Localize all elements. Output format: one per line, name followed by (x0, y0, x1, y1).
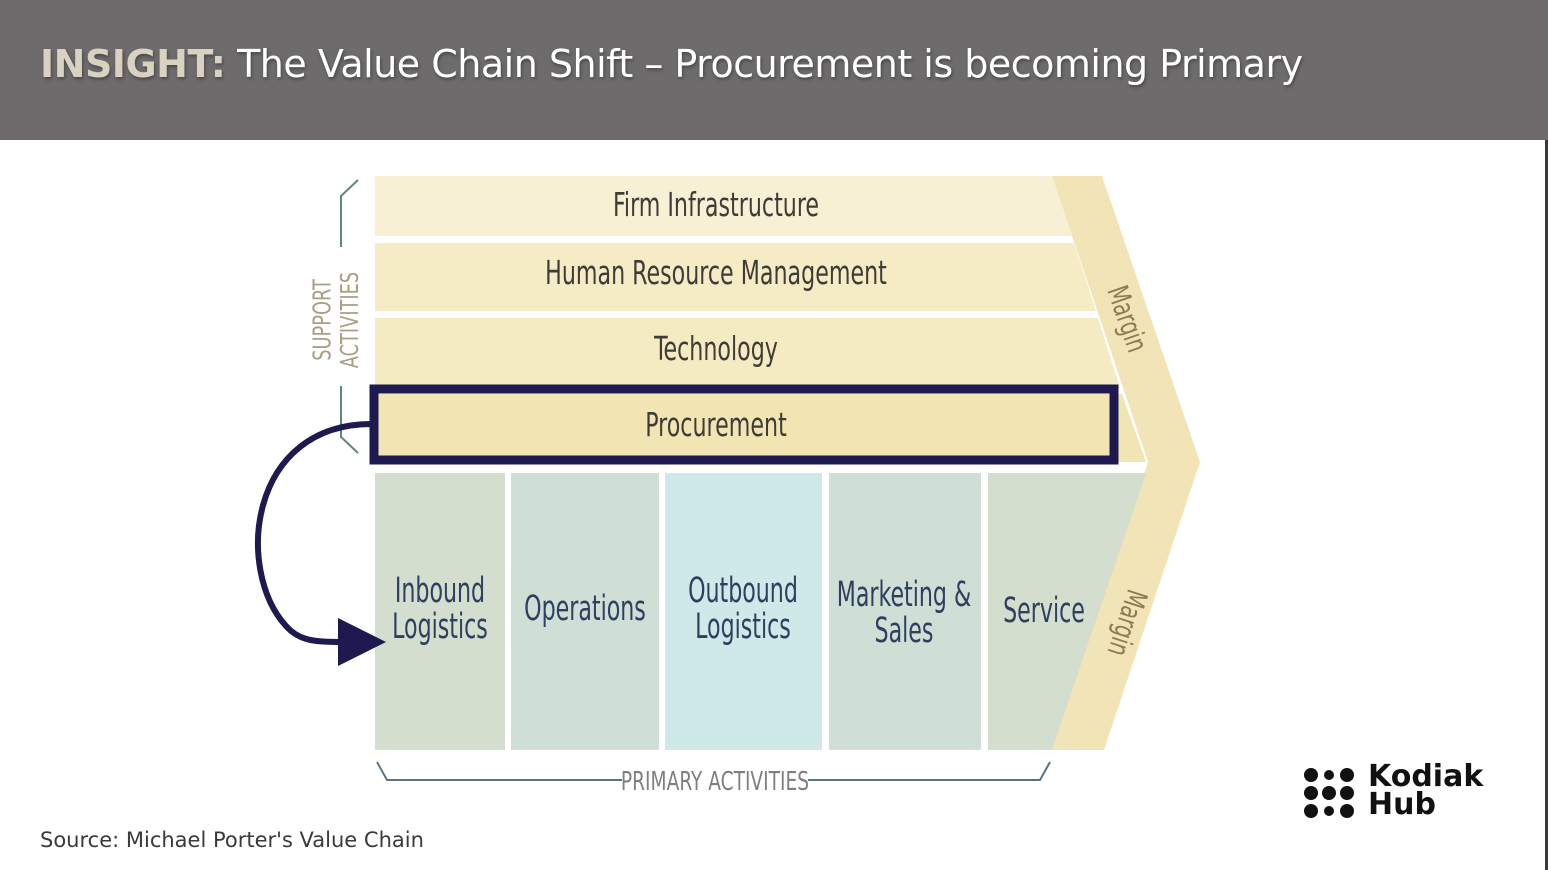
primary-bracket-right (808, 761, 1051, 781)
support-bracket-bottom (340, 386, 359, 454)
title-prefix: INSIGHT: (40, 42, 226, 86)
primary-column-service (988, 473, 1146, 750)
primary-column-outbound-logistics (665, 473, 822, 750)
support-row-firm-infrastructure (375, 176, 1072, 236)
logo-word-hub: Hub (1368, 787, 1436, 822)
support-bracket-top (340, 179, 359, 247)
primary-label-operations: Operations (524, 589, 646, 629)
primary-label-inbound-line2: Logistics (392, 607, 488, 647)
primary-column-inbound-logistics (375, 473, 505, 750)
support-row-label-human-resource-management: Human Resource Management (545, 254, 887, 292)
primary-label-outbound-line1: Outbound (688, 571, 798, 611)
support-row-label-firm-infrastructure: Firm Infrastructure (613, 186, 819, 224)
margin-chevron (1052, 176, 1200, 750)
support-row-human-resource-management (375, 243, 1096, 311)
primary-label-marketing-line1: Marketing & (837, 575, 971, 615)
kodiak-hub-logo: Kodiak Hub (1302, 759, 1484, 822)
support-row-technology (375, 318, 1120, 388)
primary-bracket-left (376, 761, 622, 781)
support-row-label-procurement: Procurement (645, 406, 787, 444)
primary-label-inbound-line1: Inbound (395, 571, 485, 611)
support-row-procurement (375, 394, 1146, 462)
support-row-label-technology: Technology (653, 330, 778, 368)
right-edge-line (1545, 140, 1548, 870)
support-activities-label-line2: ACTIVITIES (336, 272, 365, 368)
support-activities-label-line1: SUPPORT (308, 279, 337, 361)
primary-column-marketing-sales (829, 473, 981, 750)
page-title: INSIGHT: The Value Chain Shift – Procure… (40, 42, 1303, 86)
logo-word-kodiak: Kodiak (1368, 759, 1484, 794)
source-citation: Source: Michael Porter's Value Chain (40, 828, 424, 852)
procurement-highlight-box (369, 384, 1119, 465)
primary-label-outbound-line2: Logistics (695, 607, 791, 647)
curved-arrow (255, 421, 386, 666)
primary-activities-label: PRIMARY ACTIVITIES (621, 766, 809, 797)
primary-label-marketing-line2: Sales (875, 611, 934, 651)
primary-column-operations (511, 473, 659, 750)
header-bar: INSIGHT: The Value Chain Shift – Procure… (0, 0, 1548, 140)
primary-label-service: Service (1003, 591, 1085, 631)
logo-dots-icon (1302, 766, 1358, 822)
title-text: The Value Chain Shift – Procurement is b… (237, 42, 1303, 86)
